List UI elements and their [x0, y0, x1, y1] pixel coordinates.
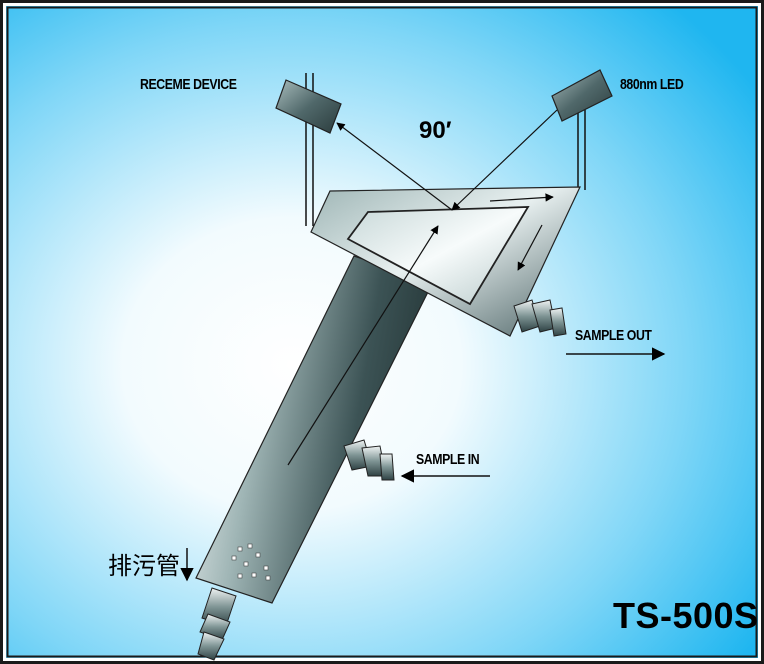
angle-label: 90′ [419, 117, 452, 144]
sample-out-label: SAMPLE OUT [575, 327, 652, 344]
drain-fitting [197, 587, 237, 661]
receive-device-label: RECEME DEVICE [140, 76, 237, 93]
optical-window [346, 206, 530, 306]
sample-out-fitting [513, 299, 567, 337]
drain-pipe-label: 排污管 [108, 552, 180, 580]
led-label: 880nm LED [620, 76, 684, 93]
model-title: TS-500S [613, 595, 759, 636]
flow-up-arrow [287, 225, 439, 466]
inner-frame [6, 6, 758, 658]
reflected-beam-arrow [336, 122, 453, 211]
flow-right-arrow [489, 193, 554, 202]
led-block [551, 69, 613, 122]
flow-down-arrow [517, 224, 543, 271]
led-beam-arrow [451, 109, 558, 211]
drain-dots [231, 543, 271, 581]
sample-in-fitting [343, 439, 395, 481]
sample-in-label: SAMPLE IN [416, 451, 480, 468]
receiver-block [275, 79, 342, 134]
